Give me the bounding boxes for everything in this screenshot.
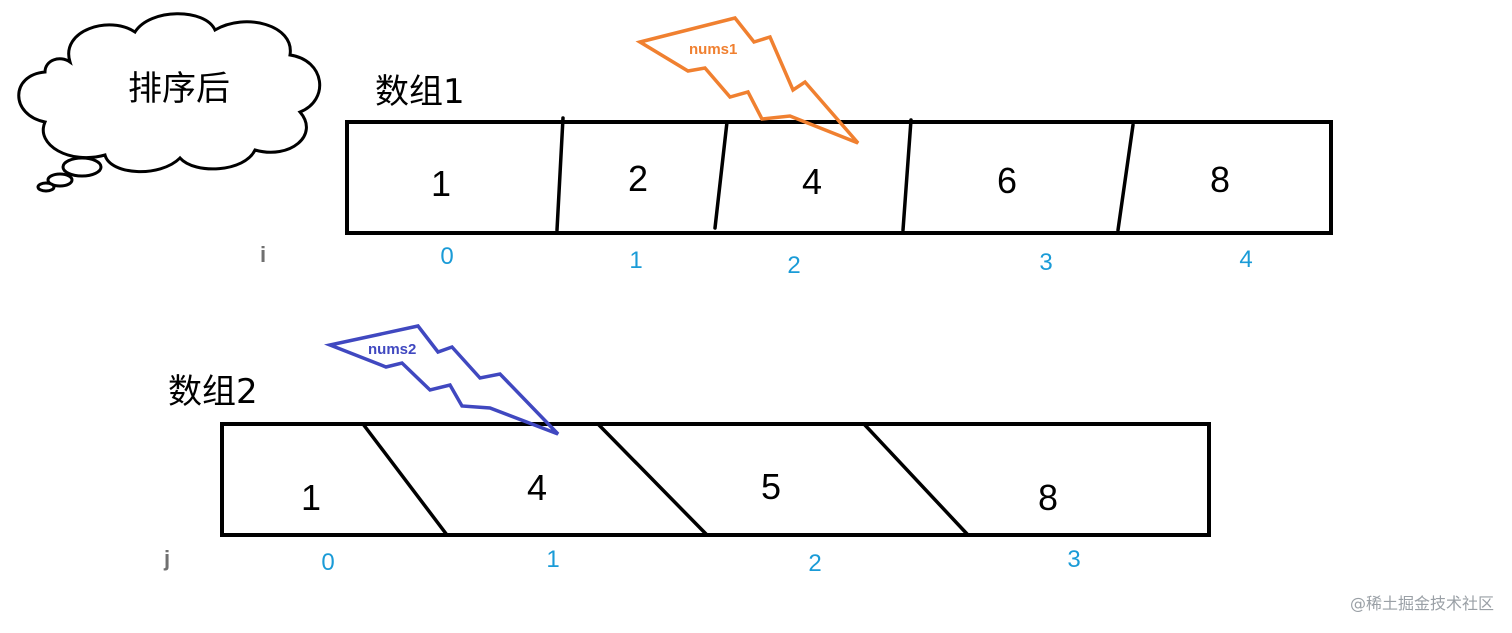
array2-cell-value: 1 xyxy=(301,477,321,518)
array2-index: 1 xyxy=(546,546,559,573)
array1-box xyxy=(345,120,1333,235)
array1-cell-value: 4 xyxy=(802,161,822,202)
array1-group: 数组1 1 2 4 6 8 i 0 1 2 3 4 nums1 xyxy=(260,16,1333,279)
array1-cell-value: 2 xyxy=(628,158,648,199)
array2-group: 数组2 1 4 5 8 j 0 1 2 3 nums2 xyxy=(163,324,1211,577)
array2-title: 数组2 xyxy=(168,372,258,412)
array2-index: 3 xyxy=(1067,546,1080,573)
array2-divider xyxy=(862,422,970,537)
array2-divider xyxy=(361,422,449,537)
cloud-shape xyxy=(17,12,322,173)
thought-cloud: 排序后 xyxy=(17,12,322,193)
array2-cell-value: 5 xyxy=(761,466,781,507)
array1-index: 3 xyxy=(1039,249,1052,276)
array1-index: 4 xyxy=(1239,246,1252,273)
array2-pointer-label: j xyxy=(163,546,170,571)
array2-index: 2 xyxy=(808,550,821,577)
array1-title: 数组1 xyxy=(375,72,465,112)
array2-index: 0 xyxy=(321,549,334,576)
array2-cell-value: 8 xyxy=(1038,477,1058,518)
cloud-text: 排序后 xyxy=(128,69,230,109)
array1-divider xyxy=(1116,123,1135,232)
array1-index: 2 xyxy=(787,252,800,279)
cloud-bubble-medium xyxy=(46,172,74,188)
array1-cell-value: 8 xyxy=(1210,159,1230,200)
nums2-label: nums2 xyxy=(368,341,416,358)
array1-divider xyxy=(901,118,913,232)
array1-index: 0 xyxy=(440,243,453,270)
watermark: @稀土掘金技术社区 xyxy=(1350,594,1494,613)
array1-pointer-label: i xyxy=(260,242,266,267)
array1-cell-value: 6 xyxy=(997,160,1017,201)
array2-box xyxy=(220,422,1211,537)
nums1-lightning-bolt-icon xyxy=(635,16,860,145)
array1-divider xyxy=(555,116,565,232)
array2-cell-value: 4 xyxy=(527,467,547,508)
nums2-lightning-bolt-icon xyxy=(323,324,560,436)
nums1-label: nums1 xyxy=(689,41,737,58)
array1-divider xyxy=(713,120,729,230)
cloud-bubble-small xyxy=(36,181,56,193)
array1-index: 1 xyxy=(629,247,642,274)
array2-divider xyxy=(596,422,709,537)
array1-cell-value: 1 xyxy=(431,163,451,204)
cloud-bubble-large xyxy=(61,156,103,178)
